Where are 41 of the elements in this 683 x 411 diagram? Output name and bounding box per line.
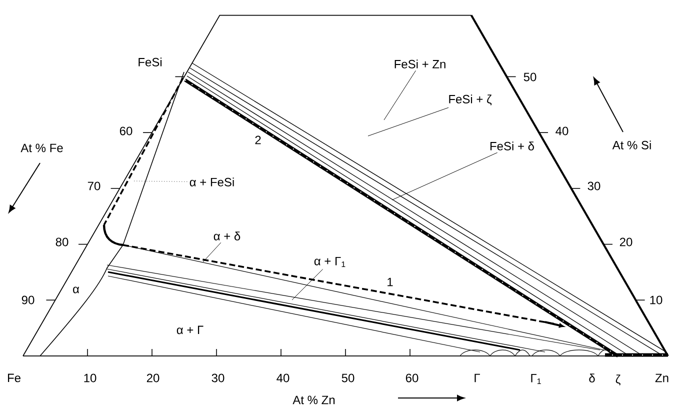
tick-label: 40 <box>276 374 290 382</box>
compound-label: FeSi <box>138 58 162 66</box>
tick-label: 40 <box>556 126 568 136</box>
corner-label: Zn <box>655 374 668 382</box>
phase-label: α + Γ <box>176 326 204 334</box>
tick-label: 90 <box>22 296 34 304</box>
leader-line <box>292 268 324 300</box>
corner-label: Fe <box>8 374 20 382</box>
tick-label: 10 <box>650 296 662 304</box>
phase-label: δ <box>589 374 595 382</box>
axis-title: At % Si <box>612 140 651 150</box>
tick-label: 60 <box>120 126 132 136</box>
phase-label: ζ <box>616 374 620 386</box>
phase-label: FeSi + ζ <box>449 94 492 106</box>
leader-line <box>132 180 188 182</box>
tick-label: 30 <box>588 182 600 190</box>
phase-label: α + Γ$_{1}$ <box>314 256 346 268</box>
phase-label: α <box>73 286 80 294</box>
axis-title: At % Fe <box>20 144 63 152</box>
leader-line <box>392 152 498 200</box>
leader-line <box>202 242 222 262</box>
phase-label: α + δ <box>214 232 240 240</box>
phase-label: FeSi + δ <box>490 142 534 150</box>
leader-line <box>384 70 416 120</box>
phase-label: Γ <box>474 374 480 382</box>
path-number: 1 <box>388 278 393 286</box>
tick-label: 10 <box>84 374 96 382</box>
phase-label: Γ$_{1}$ <box>531 374 541 384</box>
path-number: 2 <box>255 136 261 144</box>
tick-label: 30 <box>212 374 224 382</box>
phase-label: α + FeSi <box>190 178 234 186</box>
leader-line <box>368 107 449 136</box>
tick-label: 20 <box>620 238 632 246</box>
tick-label: 50 <box>524 72 536 82</box>
phase-label: FeSi + Zn <box>394 60 446 68</box>
tick-label: 80 <box>56 238 68 246</box>
tick-label: 20 <box>146 374 160 382</box>
tick-label: 70 <box>88 182 100 190</box>
tick-label: 50 <box>342 374 354 382</box>
tick-label: 60 <box>406 374 418 382</box>
axis-title: At % Zn <box>292 396 335 404</box>
